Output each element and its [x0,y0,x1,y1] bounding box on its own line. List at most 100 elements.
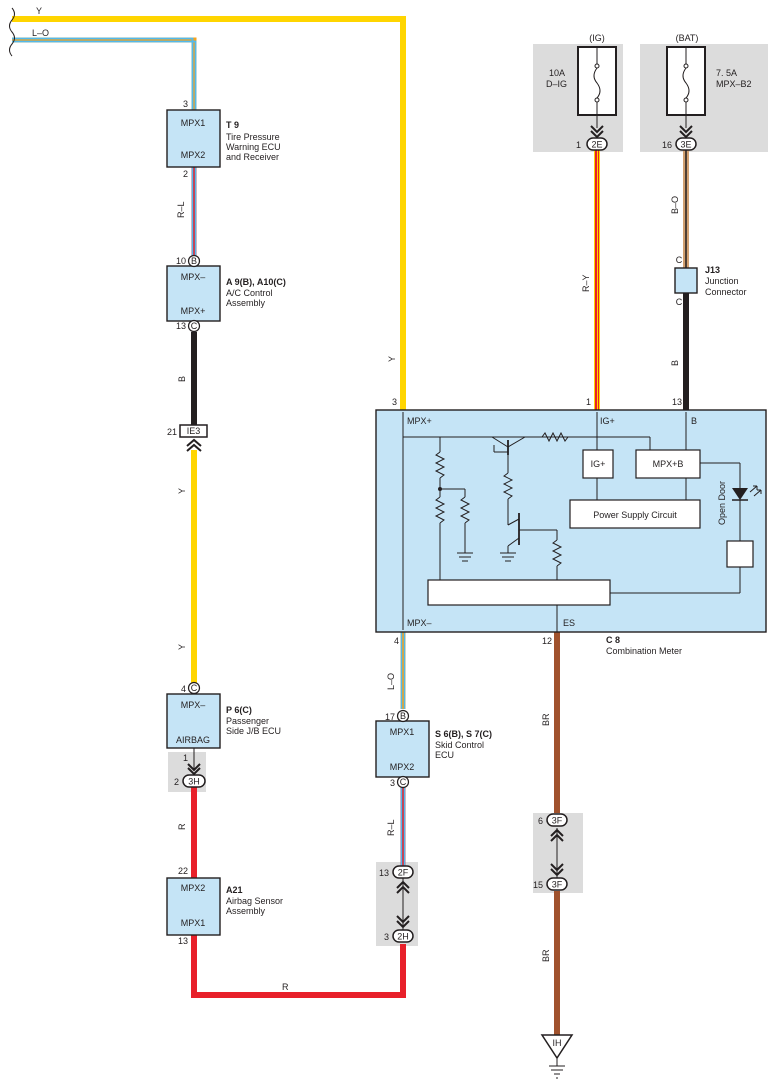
wire-label: Y [177,644,187,650]
svg-text:IG+: IG+ [600,416,615,426]
wire-label: L–O [386,673,396,690]
svg-text:3: 3 [183,99,188,109]
svg-text:1: 1 [586,397,591,407]
svg-text:ECU: ECU [435,750,454,760]
svg-text:Assembly: Assembly [226,298,266,308]
svg-text:Open Door: Open Door [717,481,727,525]
wire-label: R [282,982,289,992]
fuse-rating: 10A [549,68,565,78]
wire-label: Y [177,488,187,494]
connector-2f: 2F 13 [379,865,414,894]
svg-text:13: 13 [672,397,682,407]
wire-label: B–O [670,196,680,214]
svg-text:MPX2: MPX2 [181,883,206,893]
svg-text:Assembly: Assembly [226,906,266,916]
svg-text:Power Supply Circuit: Power Supply Circuit [593,510,677,520]
svg-text:MPX–: MPX– [181,700,206,710]
svg-text:1: 1 [183,753,188,763]
fuse-source-label: (BAT) [676,33,699,43]
connector-2e: 2E 1 [576,137,608,151]
svg-text:3: 3 [392,397,397,407]
svg-text:Connector: Connector [705,287,747,297]
fuse-name: D–IG [546,79,567,89]
connector-2h: 2H 3 [384,915,414,943]
svg-text:and Receiver: and Receiver [226,152,279,162]
svg-text:Side J/B ECU: Side J/B ECU [226,726,281,736]
svg-text:S 6(B), S 7(C): S 6(B), S 7(C) [435,729,492,739]
svg-text:MPX2: MPX2 [390,762,415,772]
svg-text:15: 15 [533,880,543,890]
component-a21: MPX2 MPX1 22 13 A21 Airbag Sensor Assemb… [166,866,283,946]
svg-text:2: 2 [174,777,179,787]
fuse-name: MPX–B2 [716,79,752,89]
wire-label: Y [387,356,397,362]
svg-text:4: 4 [181,684,186,694]
svg-text:A/C Control: A/C Control [226,288,273,298]
svg-text:2F: 2F [398,868,409,878]
svg-text:13: 13 [379,868,389,878]
svg-text:3F: 3F [552,880,563,890]
component-s6: MPX1 MPX2 B 17 C 3 S 6(B), S 7(C) Skid C… [375,709,492,789]
svg-text:10: 10 [176,256,186,266]
svg-text:B: B [191,256,197,266]
svg-text:2H: 2H [397,932,409,942]
connector-chevron-icon [186,438,202,452]
svg-text:3F: 3F [552,816,563,826]
svg-text:ES: ES [563,618,575,628]
wire-label: B [670,360,680,366]
connector-chevron-icon [550,828,564,842]
svg-text:IG+: IG+ [591,459,606,469]
svg-text:MPX–: MPX– [407,618,432,628]
wire-lo-top-stripe2 [12,40,197,110]
svg-text:13: 13 [176,321,186,331]
svg-text:MPX+: MPX+ [407,416,432,426]
connector-chevron-icon [590,125,604,139]
connector-3f-top: 3F 6 [538,813,568,842]
svg-text:MPX1: MPX1 [390,727,415,737]
svg-text:6: 6 [538,816,543,826]
connector-chevron-icon [396,915,410,929]
wire-label: R–L [176,201,186,218]
svg-text:3: 3 [384,932,389,942]
svg-text:MPX2: MPX2 [181,150,206,160]
svg-text:3E: 3E [680,140,691,150]
svg-text:C 8: C 8 [606,635,620,645]
component-t9: MPX1 MPX2 3 2 T 9 Tire Pressure Warning … [166,99,281,179]
svg-text:IE3: IE3 [187,426,201,436]
svg-text:17: 17 [385,712,395,722]
svg-text:2: 2 [183,169,188,179]
svg-text:C: C [191,683,198,693]
wire-lo-top-stripe [12,37,194,110]
fuse-bat: (BAT) 7. 5A MPX–B2 [666,33,752,128]
svg-text:Airbag Sensor: Airbag Sensor [226,896,283,906]
svg-text:IH: IH [553,1038,562,1048]
svg-text:MPX+: MPX+ [181,306,206,316]
component-a9: MPX– MPX+ B 10 C 13 A 9(B), A10(C) A/C C… [166,254,286,333]
wire-label: R–Y [581,274,591,292]
fuse-ig: (IG) 10A D–IG [546,33,617,128]
svg-text:MPX–: MPX– [181,272,206,282]
svg-text:4: 4 [394,636,399,646]
svg-text:A21: A21 [226,885,243,895]
svg-text:Passenger: Passenger [226,716,269,726]
wire-label: R [177,823,187,830]
svg-text:MPX1: MPX1 [181,918,206,928]
wire-label: R–L [386,819,396,836]
svg-text:C: C [191,321,198,331]
svg-text:Junction: Junction [705,276,739,286]
svg-text:AIRBAG: AIRBAG [176,735,210,745]
component-p6: MPX– AIRBAG C 4 1 3H 2 P 6(C) Passenger … [166,681,281,788]
svg-text:3H: 3H [188,777,200,787]
fuse-source-label: (IG) [589,33,605,43]
connector-3f-bottom: 3F 15 [533,863,568,891]
wire-label: L–O [32,28,49,38]
svg-text:3: 3 [390,778,395,788]
svg-text:B: B [691,416,697,426]
svg-text:2E: 2E [591,140,602,150]
wire-label: B [177,376,187,382]
ground-ih: IH [540,1034,574,1079]
svg-text:Tire Pressure: Tire Pressure [226,132,280,142]
svg-text:MPX1: MPX1 [181,118,206,128]
wire-label: BR [541,949,551,962]
